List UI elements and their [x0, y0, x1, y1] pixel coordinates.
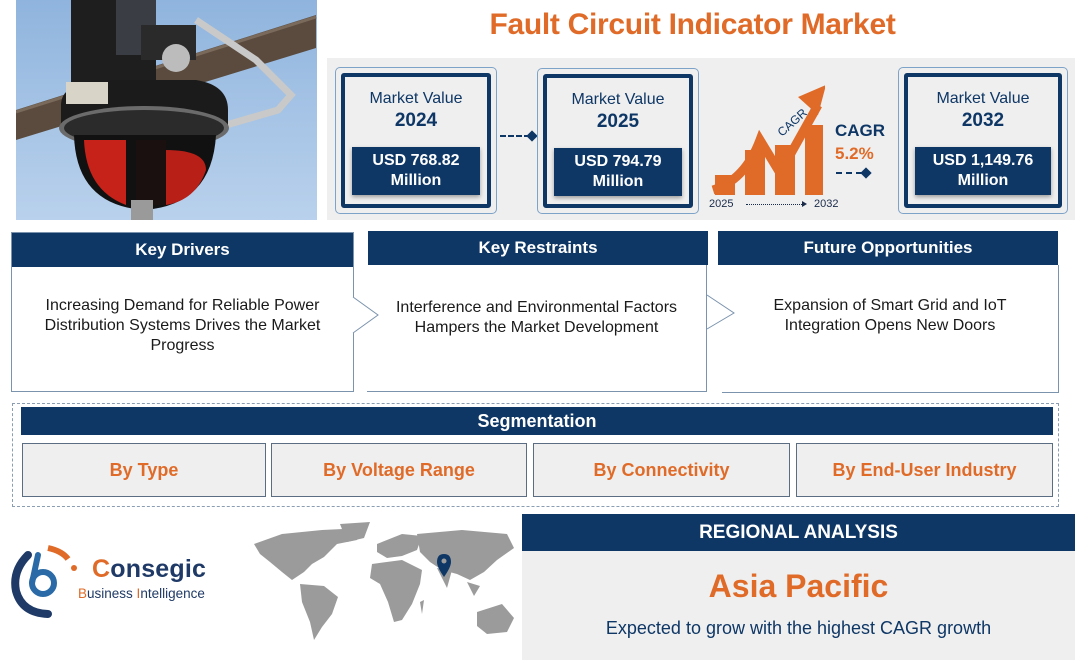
dashed-connector [500, 135, 530, 137]
location-pin-icon [437, 554, 451, 577]
regional-analysis-heading: REGIONAL ANALYSIS [522, 514, 1075, 551]
segment-by-voltage-range: By Voltage Range [271, 443, 527, 497]
key-drivers-box: Key Drivers Increasing Demand for Reliab… [11, 232, 354, 392]
market-value-card-2024: Market Value 2024 USD 768.82 Million [335, 67, 497, 214]
regional-analysis-panel [522, 551, 1075, 660]
cagr-start-year: 2025 [709, 198, 734, 210]
market-value-amount-line2: Million [592, 173, 644, 190]
market-value-year: 2032 [961, 110, 1005, 131]
cagr-arrow-label-text: CAGR [762, 120, 763, 121]
future-opportunities-header-bar: Future Opportunities [718, 231, 1058, 265]
key-restraints-box: Interference and Environmental Factors H… [367, 265, 707, 392]
market-value-amount: USD 1,149.76 Million [915, 147, 1051, 195]
dashed-connector [836, 172, 862, 174]
year-axis-arrowhead-icon [802, 201, 807, 207]
logo-tagline-i: I [136, 586, 141, 601]
market-value-amount: USD 794.79 Million [554, 148, 682, 196]
chevron-right-icon [352, 296, 379, 334]
logo-tagline-b: B [78, 586, 88, 601]
key-restraints-text: Interference and Environmental Factors H… [395, 299, 678, 336]
logo-tagline-usiness: usiness [87, 586, 137, 601]
market-value-amount-line1: USD 768.82 [372, 152, 460, 169]
cagr-end-year: 2032 [814, 198, 839, 210]
segment-by-connectivity: By Connectivity [533, 443, 790, 497]
chevron-right-icon [706, 294, 735, 330]
market-value-year: 2025 [596, 111, 640, 132]
product-photo [16, 0, 317, 220]
logo-tagline: Business Intelligence [78, 586, 205, 601]
segmentation-heading: Segmentation [21, 407, 1053, 435]
consegic-logo-icon [11, 545, 77, 618]
market-value-year: 2024 [394, 110, 438, 131]
market-value-label: Market Value [571, 91, 665, 108]
market-value-amount-line1: USD 794.79 [574, 153, 662, 170]
fault-indicator-illustration [16, 0, 317, 220]
year-axis-arrow [746, 204, 804, 205]
segment-by-end-user-industry: By End-User Industry [796, 443, 1053, 497]
cagr-growth-chart-icon: CAGR [710, 85, 826, 200]
key-drivers-text: Increasing Demand for Reliable Power Dis… [44, 297, 321, 354]
logo-tagline-ntelligence: ntelligence [140, 586, 205, 601]
future-opportunities-text: Expansion of Smart Grid and IoT Integrat… [773, 297, 1007, 334]
logo-name-initial: C [92, 555, 111, 583]
region-description: Expected to grow with the highest CAGR g… [605, 618, 992, 638]
logo-name-rest: onsegic [110, 555, 207, 583]
market-value-amount-line2: Million [390, 172, 442, 189]
key-drivers-heading: Key Drivers [12, 233, 353, 267]
market-value-amount-line1: USD 1,149.76 [932, 152, 1034, 169]
region-name: Asia Pacific [708, 568, 889, 604]
page-title: Fault Circuit Indicator Market [489, 8, 896, 41]
logo-name: Consegic [92, 555, 206, 584]
market-value-label: Market Value [936, 90, 1030, 107]
market-value-card-2025: Market Value 2025 USD 794.79 Million [537, 68, 699, 214]
world-map-icon [254, 522, 514, 640]
market-value-label: Market Value [369, 90, 463, 107]
market-value-amount-line2: Million [957, 172, 1009, 189]
future-opportunities-box: Expansion of Smart Grid and IoT Integrat… [722, 265, 1059, 393]
cagr-title: CAGR [835, 121, 886, 140]
segmentation-container [12, 403, 1059, 507]
market-value-card-2032: Market Value 2032 USD 1,149.76 Million [898, 67, 1068, 214]
key-restraints-heading: Key Restraints [368, 231, 708, 265]
segment-by-type: By Type [22, 443, 266, 497]
key-restraints-header-bar: Key Restraints [368, 231, 708, 265]
market-value-amount: USD 768.82 Million [352, 147, 480, 195]
cagr-value: 5.2% [835, 144, 874, 163]
future-opportunities-heading: Future Opportunities [718, 231, 1058, 265]
